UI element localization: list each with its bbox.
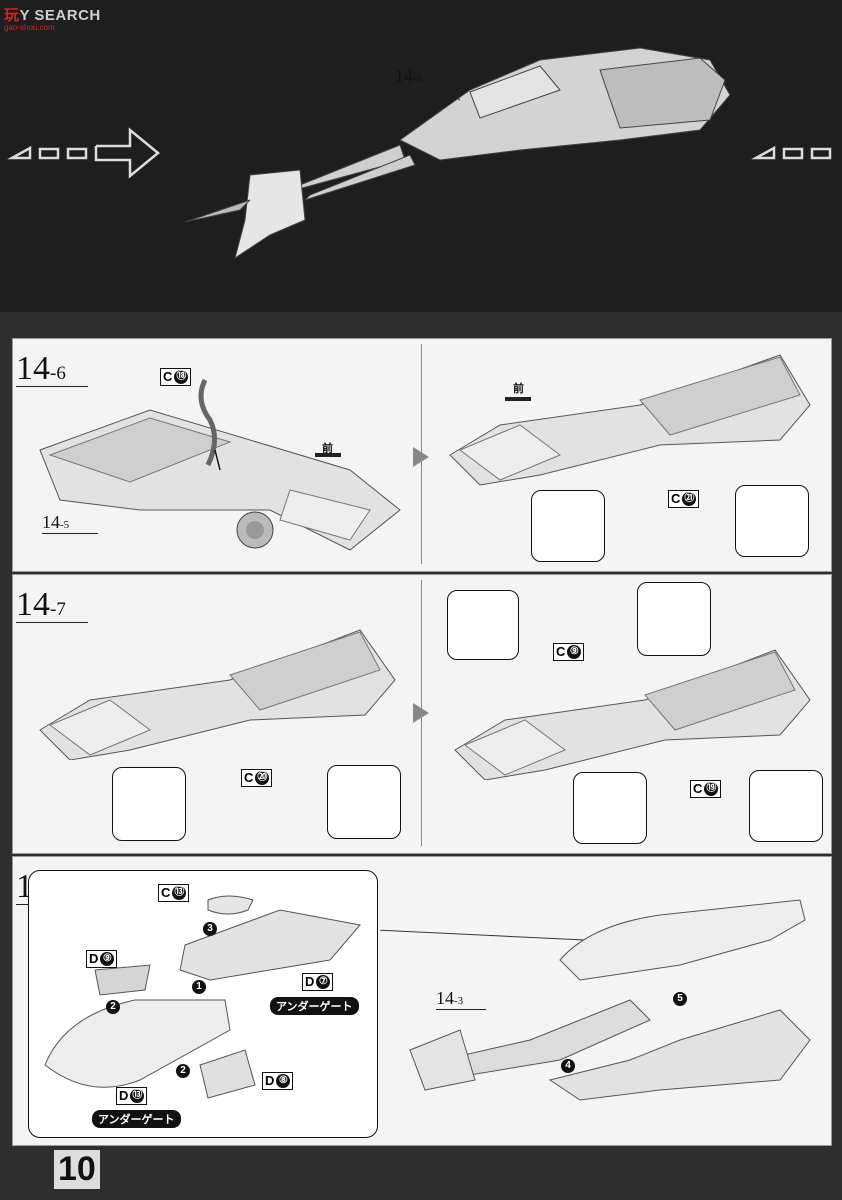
part-number: ⑳ bbox=[255, 771, 270, 785]
part-letter: C bbox=[693, 781, 703, 796]
part-number: ⑬ bbox=[172, 886, 187, 900]
step-14-7-right-illustration bbox=[454, 649, 811, 780]
order-number-1: 1 bbox=[192, 980, 206, 994]
step-14-6-number: 14-6 bbox=[16, 352, 88, 387]
step-main: 14 bbox=[16, 586, 50, 623]
step-14-8-right-illustration bbox=[380, 899, 811, 1101]
zoom-detail-right bbox=[327, 765, 401, 839]
watermark-brand-red: 玩 bbox=[4, 7, 20, 24]
step-14-8-ref: 14-3 bbox=[436, 988, 486, 1010]
zoom-detail-bottom-right bbox=[749, 770, 823, 842]
zoom-detail-top-right bbox=[637, 582, 711, 656]
speeder-bike-shape bbox=[184, 47, 731, 260]
next-arrow-icon bbox=[413, 447, 429, 467]
order-number-3: 3 bbox=[203, 922, 217, 936]
part-letter: C bbox=[556, 644, 566, 659]
step-14-6-left-illustration bbox=[39, 378, 401, 551]
right-arrow-icon bbox=[751, 145, 832, 160]
part-number: ⑲ bbox=[704, 782, 719, 796]
step-14-6-ref: 14-5 bbox=[42, 512, 98, 534]
left-arrow-icon bbox=[7, 127, 160, 179]
front-label-right: 前 bbox=[513, 383, 524, 395]
zoom-detail-left bbox=[112, 767, 186, 841]
front-arrow-icon bbox=[505, 397, 531, 401]
zoom-detail-top-left bbox=[447, 590, 519, 660]
step-14-8-left-illustration bbox=[44, 895, 361, 1099]
step-sub: -7 bbox=[50, 599, 66, 620]
part-letter: C bbox=[671, 491, 681, 506]
part-number: ⑦ bbox=[316, 975, 331, 989]
front-arrow-icon bbox=[315, 453, 341, 457]
top-speeder-illustration bbox=[7, 47, 832, 260]
part-letter: D bbox=[265, 1073, 275, 1088]
step-14-7-left-illustration bbox=[39, 629, 396, 760]
part-letter: D bbox=[305, 974, 315, 989]
watermark: 玩Y SEARCH gao-shou.com bbox=[4, 4, 101, 32]
step-ref-text: 14-5 bbox=[42, 512, 70, 532]
under-gate-badge-d13: アンダーゲート bbox=[92, 1110, 181, 1128]
part-number: ⑨ bbox=[567, 645, 582, 659]
order-number-2a: 2 bbox=[106, 1000, 120, 1014]
order-number-5: 5 bbox=[673, 992, 687, 1006]
part-letter: C bbox=[161, 885, 171, 900]
zoom-detail-left bbox=[531, 490, 605, 562]
part-letter: C bbox=[244, 770, 254, 785]
front-label-left: 前 bbox=[322, 443, 333, 455]
watermark-brand-text: Y SEARCH bbox=[19, 7, 101, 24]
part-number: ⑧ bbox=[276, 1074, 291, 1088]
step-sub: -6 bbox=[50, 363, 66, 384]
step-ref-text: 14-3 bbox=[436, 988, 464, 1008]
part-letter: D bbox=[89, 951, 99, 966]
top-step-ref-text: 14-8 bbox=[395, 66, 423, 86]
under-gate-badge-d7: アンダーゲート bbox=[270, 997, 359, 1015]
zoom-detail-right bbox=[735, 485, 809, 557]
part-number: ⑨ bbox=[100, 952, 115, 966]
part-letter: D bbox=[119, 1088, 129, 1103]
part-number: ㉑ bbox=[682, 492, 697, 506]
order-number-4: 4 bbox=[561, 1059, 575, 1073]
step-14-7-number: 14-7 bbox=[16, 588, 88, 623]
top-illustration-area bbox=[0, 0, 842, 312]
part-number: ⑬ bbox=[130, 1089, 145, 1103]
step-14-6-right-illustration bbox=[449, 354, 811, 486]
step-main: 14 bbox=[16, 350, 50, 387]
order-number-2b: 2 bbox=[176, 1064, 190, 1078]
part-letter: C bbox=[163, 369, 173, 384]
next-arrow-icon bbox=[413, 703, 429, 723]
watermark-url: gao-shou.com bbox=[4, 23, 55, 32]
zoom-detail-bottom-left bbox=[573, 772, 647, 844]
part-number: ⑱ bbox=[174, 370, 189, 384]
top-step-ref: 14-8 bbox=[395, 66, 422, 87]
page-number: 10 bbox=[54, 1150, 100, 1189]
